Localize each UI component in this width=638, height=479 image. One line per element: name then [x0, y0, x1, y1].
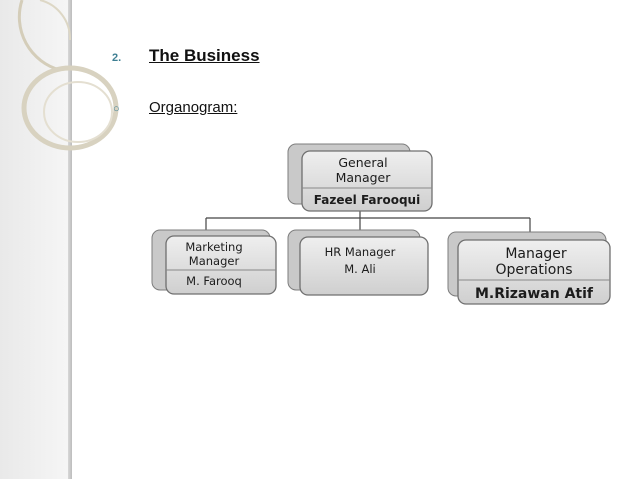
operations-name: M.Rizawan Atif — [475, 286, 594, 302]
bullet-number: 2. — [112, 52, 122, 64]
left-sidebar-edge — [68, 0, 72, 479]
marketing-title-line2: Manager — [189, 254, 240, 268]
ring-arc-1 — [17, 0, 61, 72]
hr-front-box — [299, 236, 429, 296]
ring-arc-2 — [39, 0, 72, 41]
operations-title-line2: Operations — [496, 262, 573, 278]
gm-name: Fazeel Farooqui — [314, 193, 420, 207]
gm-front-box — [301, 150, 433, 212]
marketing-title-line1: Marketing — [185, 240, 242, 254]
slide-heading: The Business — [149, 46, 260, 65]
hr-name: M. Ali — [344, 262, 376, 276]
slide-subheading: Organogram: — [149, 99, 238, 116]
ring-circle-2 — [43, 81, 113, 143]
gm-title-line2: Manager — [336, 170, 392, 185]
decorative-rings — [17, 0, 119, 151]
marketing-name: M. Farooq — [186, 274, 242, 288]
hr-manager-node: HR Manager M. Ali — [287, 229, 429, 296]
general-manager-node: General Manager Fazeel Farooqui — [287, 143, 433, 212]
ring-circle-1 — [21, 65, 119, 151]
bullet-circle-icon: ○ — [113, 103, 120, 115]
gm-title-line1: General — [338, 155, 387, 170]
marketing-front-box — [165, 235, 277, 295]
hr-title: HR Manager — [325, 245, 396, 259]
operations-front-box — [457, 239, 611, 305]
marketing-manager-node: Marketing Manager M. Farooq — [151, 229, 277, 295]
operations-manager-node: Manager Operations M.Rizawan Atif — [447, 231, 611, 305]
operations-title-line1: Manager — [505, 246, 567, 262]
